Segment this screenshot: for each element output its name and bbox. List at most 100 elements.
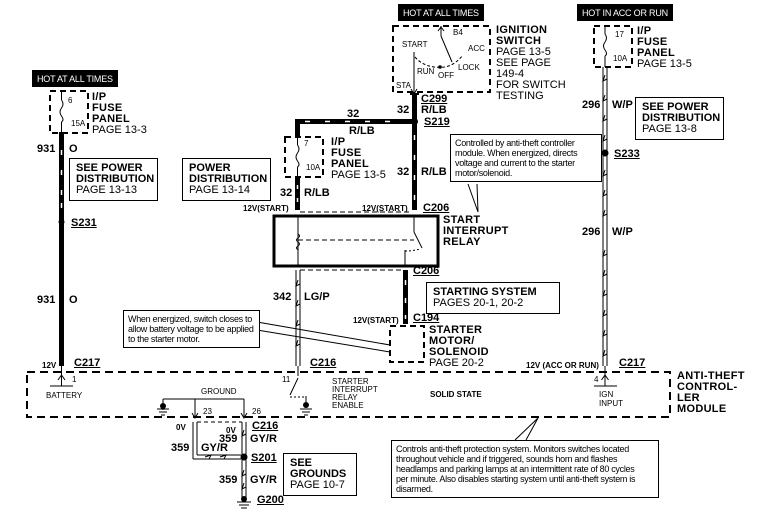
relay-enable-switch-graphic xyxy=(289,366,312,416)
note-relay-control: Controlled by anti-theft controller modu… xyxy=(450,134,602,182)
fuse-middle-graphic xyxy=(284,136,324,178)
fuse-right-number: 17 xyxy=(615,30,624,39)
anti-theft-module-label: ANTI-THEFT CONTROL- LER MODULE xyxy=(677,370,745,415)
ign-pos-off: OFF xyxy=(438,71,454,80)
ign-pos-acc: ACC xyxy=(468,44,485,53)
ign-pos-b4: B4 xyxy=(453,28,463,37)
module-note-leader xyxy=(514,417,539,441)
wire-296-bottom-color: W/P xyxy=(612,226,633,238)
connector-c216-bottom: C216 xyxy=(252,420,279,432)
fuse-middle-number: 7 xyxy=(304,139,309,148)
fuse-left-graphic xyxy=(49,90,89,134)
wire-359-bottom-color: GY/R xyxy=(250,474,277,486)
ground-g200: G200 xyxy=(257,494,284,506)
ref-box-grounds[interactable]: SEE GROUNDS PAGE 10-7 xyxy=(283,453,357,496)
module-pin-26: 26 xyxy=(252,407,261,416)
connector-c206-top: C206 xyxy=(423,202,450,214)
wire-931-top-circuit: 931 xyxy=(37,143,56,155)
ref-box-starting-system[interactable]: STARTING SYSTEM PAGES 20-1, 20-2 xyxy=(426,282,560,314)
module-pin-4: 4 xyxy=(594,375,599,384)
module-relay-enable-label: STARTER INTERRUPT RELAY ENABLE xyxy=(332,377,378,410)
ref-box-power-distribution-13-14[interactable]: POWER DISTRIBUTION PAGE 13-14 xyxy=(182,158,271,201)
wire-32-c299-circuit: 32 xyxy=(397,104,410,116)
anti-theft-module-box xyxy=(26,371,671,418)
module-ign-input-label: IGN INPUT xyxy=(599,390,623,408)
wire-931-bottom-circuit: 931 xyxy=(37,294,56,306)
start-interrupt-relay-graphic xyxy=(272,214,440,268)
fuse-left-rating: 15A xyxy=(71,119,86,128)
splice-s231-dot xyxy=(58,219,65,225)
ign-pos-start: START xyxy=(402,40,428,49)
fuse-middle-rating: 10A xyxy=(306,163,321,172)
note-module-description: Controls anti-theft protection system. M… xyxy=(391,440,659,498)
ign-pos-lock: LOCK xyxy=(458,63,480,72)
wire-342-color: LG/P xyxy=(304,291,330,303)
ignition-switch-graphic xyxy=(392,25,491,95)
wire-32-left-color: R/LB xyxy=(304,187,330,199)
wire-296 xyxy=(602,67,608,366)
wire-342-circuit: 342 xyxy=(273,291,292,303)
connector-c216-top: C216 xyxy=(310,357,337,369)
wire-359-left-color: GY/R xyxy=(201,442,228,454)
hot-label-middle: HOT AT ALL TIMES xyxy=(398,4,484,21)
wire-32-top xyxy=(295,119,415,137)
wire-359-bottom-circuit: 359 xyxy=(219,474,238,486)
voltage-start-right: 12V(START) xyxy=(362,204,408,213)
splice-s233-dot xyxy=(601,149,609,157)
voltage-start-left: 12V(START) xyxy=(243,204,289,213)
wire-359-right-color: GY/R xyxy=(250,433,277,445)
fuse-left-number: 6 xyxy=(68,96,73,105)
wire-931-left xyxy=(59,132,64,366)
wire-32-right-color: R/LB xyxy=(421,166,447,178)
fuse-right-label: I/P FUSE PANEL PAGE 13-5 xyxy=(637,25,692,70)
wire-32-left xyxy=(295,177,300,210)
voltage-0v-left: 0V xyxy=(176,423,186,432)
fuse-right-rating: 10A xyxy=(613,54,628,63)
wire-296-top-color: W/P xyxy=(612,99,633,111)
module-solid-state-label: SOLID STATE xyxy=(430,390,482,399)
connector-c299: C299 xyxy=(421,93,448,105)
switch-note-leader xyxy=(256,321,391,353)
wire-32-top-circuit: 32 xyxy=(347,108,360,120)
module-battery-label: BATTERY xyxy=(46,391,83,400)
wire-359-left-circuit: 359 xyxy=(171,442,190,454)
ign-pos-sta: STA xyxy=(396,81,411,90)
note-switch-closes: When energized, switch closes to allow b… xyxy=(123,310,260,348)
starter-motor-graphic xyxy=(389,325,425,363)
wire-342 xyxy=(295,270,301,366)
fuse-left-label: I/P FUSE PANEL PAGE 13-3 xyxy=(92,91,147,136)
wire-931-top-color: O xyxy=(69,143,78,155)
voltage-0v-right: 0V xyxy=(226,426,236,435)
wire-32-right-circuit: 32 xyxy=(397,166,410,178)
fuse-right-graphic xyxy=(593,25,633,68)
module-pin-23: 23 xyxy=(203,407,212,416)
voltage-start-c194: 12V(START) xyxy=(353,316,399,325)
wire-32-right xyxy=(412,122,417,210)
module-ground-graphic xyxy=(157,398,248,419)
battery-input-graphic xyxy=(50,366,73,387)
start-interrupt-relay-label: START INTERRUPT RELAY xyxy=(443,214,509,248)
wire-32-top-color: R/LB xyxy=(349,125,375,137)
splice-s231: S231 xyxy=(71,217,97,229)
wire-starter-feed xyxy=(403,270,408,324)
module-pin-11: 11 xyxy=(282,375,291,384)
splice-s201-dot xyxy=(240,453,248,461)
wire-32-ignition xyxy=(410,93,419,122)
module-ground-label: GROUND xyxy=(201,387,237,396)
ground-g200-symbol xyxy=(237,496,251,509)
wire-32-c299-color: R/LB xyxy=(421,104,447,116)
ref-box-power-distribution-13-8[interactable]: SEE POWER DISTRIBUTION PAGE 13-8 xyxy=(635,97,724,140)
starter-motor-label: STARTER MOTOR/ SOLENOID PAGE 20-2 xyxy=(429,324,489,369)
wire-32-left-circuit: 32 xyxy=(280,187,293,199)
voltage-acc-run: 12V (ACC OR RUN) xyxy=(526,361,599,370)
wire-359-ground xyxy=(192,421,247,500)
voltage-battery: 12V xyxy=(42,361,57,370)
wire-359-right-circuit: 359 xyxy=(219,433,238,445)
module-pin-1: 1 xyxy=(72,375,77,384)
splice-s219: S219 xyxy=(424,116,450,128)
ref-box-power-distribution-13-13[interactable]: SEE POWER DISTRIBUTION PAGE 13-13 xyxy=(69,158,158,201)
hot-label-left: HOT AT ALL TIMES xyxy=(32,70,118,87)
ign-input-graphic xyxy=(594,366,617,387)
wire-296-bottom-circuit: 296 xyxy=(582,226,601,238)
